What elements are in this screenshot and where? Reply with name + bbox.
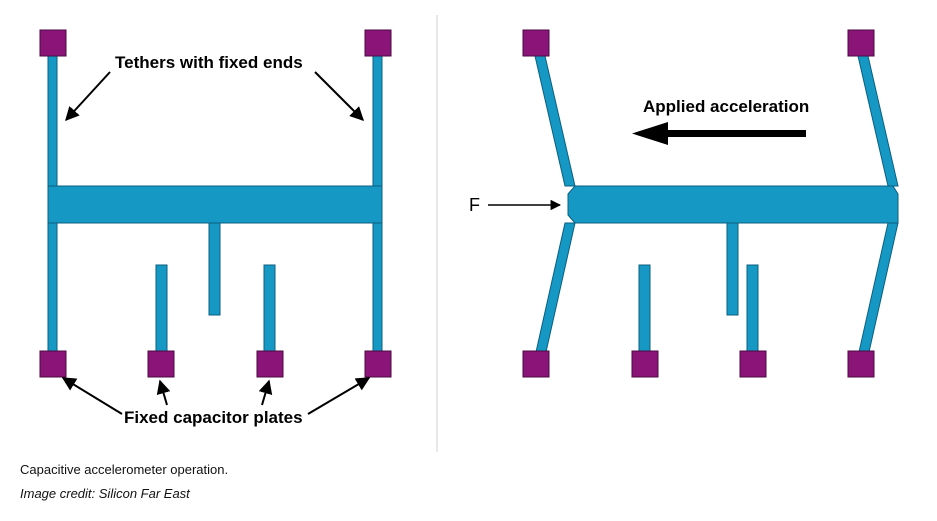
left-upper-tether	[534, 55, 576, 187]
anchor	[256, 350, 284, 378]
image-credit: Image credit: Silicon Far East	[20, 486, 190, 501]
rest-state-panel	[47, 55, 383, 356]
accelerated-anchors	[522, 29, 875, 378]
anchor	[522, 29, 550, 57]
anchor	[522, 350, 550, 378]
anchor	[847, 29, 875, 57]
anchor	[39, 29, 67, 57]
figure-caption: Capacitive accelerometer operation.	[20, 462, 229, 477]
proof-mass	[47, 185, 383, 224]
force-label: F	[469, 195, 480, 215]
movable-finger	[726, 222, 739, 316]
pointer-arrow	[307, 377, 371, 415]
pointer-arrow	[314, 71, 364, 121]
tethers-label: Tethers with fixed ends	[115, 53, 303, 72]
pointer-arrow	[61, 377, 123, 415]
movable-finger	[208, 222, 221, 316]
fixed-plates-label: Fixed capacitor plates	[124, 408, 303, 427]
anchor	[847, 350, 875, 378]
anchor	[147, 350, 175, 378]
acceleration-arrow	[632, 122, 806, 145]
pointer-arrow	[258, 379, 273, 406]
right-lower-tether	[858, 222, 899, 353]
left-lower-tether	[535, 222, 576, 353]
anchor	[739, 350, 767, 378]
right-upper-tether	[857, 55, 899, 187]
anchor	[364, 29, 392, 57]
anchor	[631, 350, 659, 378]
fixed-plate-2	[263, 264, 276, 356]
proof-mass-displaced	[567, 185, 899, 224]
pointer-arrow	[65, 71, 111, 122]
fixed-plate-1	[638, 264, 651, 356]
fixed-plate-2	[746, 264, 759, 356]
fixed-plate-1	[155, 264, 168, 356]
rest-anchors	[39, 29, 392, 378]
pointer-arrow	[156, 379, 171, 406]
acceleration-label: Applied acceleration	[643, 97, 809, 116]
anchor	[364, 350, 392, 378]
anchor	[39, 350, 67, 378]
